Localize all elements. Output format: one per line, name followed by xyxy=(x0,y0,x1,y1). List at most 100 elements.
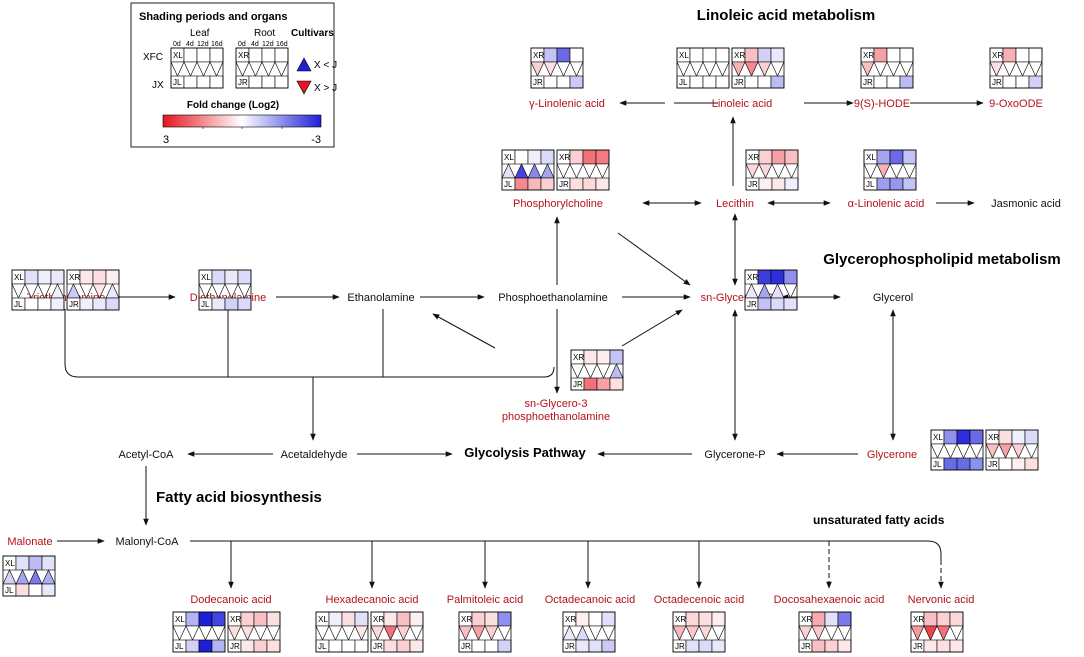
heatmap-dodecanoic-root-tag-top: XR xyxy=(230,615,241,624)
legend-period-4d-root: 4d xyxy=(251,41,259,48)
heatmap-hode-root-xfc-cell xyxy=(886,47,901,63)
heatmap-octadecenoic-root-cultivar-triangle xyxy=(711,625,726,641)
heatmap-linoleic-leaf-cultivar-triangle xyxy=(702,61,717,77)
heatmap-linoleic-leaf-cultivar-triangle xyxy=(689,61,704,77)
heatmap-palmitoleic-root-xfc-cell xyxy=(471,611,486,627)
heatmap-oxoode-root-cultivar-triangle xyxy=(1028,61,1043,77)
legend-root-label: Root xyxy=(254,28,275,39)
heatmap-dodecanoic-root-jx-cell xyxy=(266,639,281,653)
heatmap-dodecanoic-leaf-xfc-cell xyxy=(185,611,200,627)
arrow-sn-glycero-to-sn-glycerol xyxy=(621,309,683,347)
label-gamma-linolenic-acid: γ-Linolenic acid xyxy=(529,98,605,110)
heatmap-triethanolamine-leaf-jx-cell xyxy=(24,297,39,311)
heatmap-dodecanoic-leaf-jx-cell xyxy=(185,639,200,653)
heatmap-sn-glycero-3-root-xfc-cell xyxy=(583,349,598,365)
heatmap-hexadecanoic-leaf-jx-cell xyxy=(341,639,356,653)
heatmap-lecithin-root-cultivar-triangle xyxy=(745,163,760,179)
heatmap-gamma-linolenic-root-cultivar-triangle xyxy=(556,61,571,77)
collector-bracket xyxy=(64,309,555,378)
heatmap-malonate-leaf-cultivar-triangle xyxy=(41,569,56,585)
heatmap-linoleic-root-jx-cell xyxy=(744,75,759,89)
heatmap-phosphorylcholine-root-cultivar-triangle xyxy=(595,163,610,179)
heatmap-hexadecanoic-root-cultivar-triangle xyxy=(409,625,424,641)
heatmap-gamma-linolenic-root-xfc-cell xyxy=(556,47,571,63)
heatmap-hexadecanoic-leaf-cultivar-triangle xyxy=(328,625,343,641)
heatmap-nervonic-root-tag-bottom: JR xyxy=(913,642,923,651)
metabolite-labels: γ-Linolenic acid Linoleic acid 9(S)-HODE… xyxy=(7,98,1060,606)
legend-glyph-root-jx-cell xyxy=(248,75,263,89)
heatmap-glycerone-leaf-cultivar-triangle xyxy=(969,443,984,459)
legend-glyph-root-xfc-cell xyxy=(261,47,276,63)
heatmap-dodecanoic-leaf-jx-cell xyxy=(211,639,226,653)
legend-glyph-leaf-cultivar-triangle xyxy=(170,61,185,77)
legend-scale-min: -3 xyxy=(311,134,321,146)
heatmap-docosahexaenoic-root-jx-cell xyxy=(824,639,839,653)
heatmap-glycerone-root-tag-top: XR xyxy=(988,433,999,442)
heatmap-glycerone-root-jx-cell xyxy=(1024,457,1039,471)
heatmap-phosphorylcholine-root-cultivar-triangle xyxy=(582,163,597,179)
heatmap-phosphorylcholine-root-cultivar-triangle xyxy=(556,163,571,179)
legend-period-12d-root: 12d xyxy=(262,41,274,48)
heatmap-docosahexaenoic-root-xfc-cell xyxy=(811,611,826,627)
heatmap-linoleic-root-jx-cell xyxy=(770,75,785,89)
legend-x-lt-j: X < J xyxy=(314,60,337,71)
label-glycerone-p: Glycerone-P xyxy=(704,449,765,461)
legend-glyph-leaf-cultivar-triangle xyxy=(209,61,224,77)
heatmap-docosahexaenoic-root-xfc-cell xyxy=(837,611,852,627)
legend-leaf-label: Leaf xyxy=(190,28,210,39)
heatmap-oxoode-root-jx-cell xyxy=(1002,75,1017,89)
heatmap-triethanolamine-leaf-cultivar-triangle xyxy=(37,283,52,299)
heatmap-hexadecanoic-root-jx-cell xyxy=(409,639,424,653)
heatmap-alpha-linolenic-leaf-jx-cell xyxy=(876,177,891,191)
label-octadecanoic-acid: Octadecanoic acid xyxy=(545,594,636,606)
heatmap-nervonic-root-xfc-cell xyxy=(949,611,964,627)
heatmap-hode-root-xfc-cell xyxy=(873,47,888,63)
heatmap-glycerone-root-frame xyxy=(985,429,1039,471)
heatmap-oxoode-root-cultivar-triangle xyxy=(1015,61,1030,77)
heatmap-docosahexaenoic-root-xfc-cell xyxy=(824,611,839,627)
heatmap-docosahexaenoic-root-cultivar-triangle xyxy=(811,625,826,641)
heatmap-dodecanoic-leaf-xfc-cell xyxy=(198,611,213,627)
heatmap-sn-glycero-3-root-xfc-cell xyxy=(596,349,611,365)
heatmap-lecithin-root-frame xyxy=(745,149,799,191)
heatmap-palmitoleic-root-tag-bottom: JR xyxy=(461,642,471,651)
heatmap-triethanolamine-root-jx-cell xyxy=(105,297,120,311)
heatmap-nervonic-root-xfc-cell xyxy=(936,611,951,627)
legend-scale-max: 3 xyxy=(163,134,169,146)
heatmap-sn-glycero-3-root-jx-cell xyxy=(596,377,611,391)
heatmap-lecithin-root-xfc-cell xyxy=(758,149,773,165)
arrow-phosphorylcholine-to-sn-glycerol xyxy=(617,232,691,286)
heatmap-oxoode-root-tag-bottom: JR xyxy=(992,78,1002,87)
heatmap-triethanolamine-leaf-xfc-cell xyxy=(37,269,52,285)
heatmap-diethanolamine-leaf-cultivar-triangle xyxy=(224,283,239,299)
heatmap-triethanolamine-leaf-xfc-cell xyxy=(24,269,39,285)
heatmap-triethanolamine-leaf-tag-bottom: JL xyxy=(14,300,23,309)
heatmap-glycerone-root-tag-bottom: JR xyxy=(988,460,998,469)
label-9-oxoode: 9-OxoODE xyxy=(989,98,1043,110)
heatmap-octadecanoic-root-xfc-cell xyxy=(588,611,603,627)
heatmap-octadecenoic-root-jx-cell xyxy=(698,639,713,653)
heatmap-glycerone-leaf-jx-cell xyxy=(943,457,958,471)
heatmap-sn-glycerol-3p-root-tag-bottom: JR xyxy=(747,300,757,309)
heatmap-gamma-linolenic-root-jx-cell xyxy=(543,75,558,89)
heatmap-glycerone-leaf-xfc-cell xyxy=(969,429,984,445)
heatmap-hexadecanoic-leaf-jx-cell xyxy=(354,639,369,653)
heatmap-octadecanoic-root-jx-cell xyxy=(588,639,603,653)
heatmap-glycerone-root-jx-cell xyxy=(998,457,1013,471)
heatmap-docosahexaenoic-root-jx-cell xyxy=(837,639,852,653)
label-sn-glycero-3-line1: sn-Glycero-3 xyxy=(525,398,588,410)
heatmap-hexadecanoic-root-tag-bottom: JR xyxy=(373,642,383,651)
arrow-diagonal-to-ethanolamine xyxy=(432,313,496,349)
legend-x-gt-j: X > J xyxy=(314,83,337,94)
heatmap-hode-root-tag-bottom: JR xyxy=(863,78,873,87)
heatmap-oxoode-root-cultivar-triangle xyxy=(1002,61,1017,77)
legend-glyph-leaf-tag-top: XL xyxy=(173,51,183,60)
heatmap-palmitoleic-root-tag-top: XR xyxy=(461,615,472,624)
heatmap-glycerone-leaf-cultivar-triangle xyxy=(943,443,958,459)
heatmap-hexadecanoic-root-jx-cell xyxy=(396,639,411,653)
heatmap-diethanolamine-leaf-tag-top: XL xyxy=(201,273,211,282)
heatmap-triethanolamine-leaf-cultivar-triangle xyxy=(50,283,65,299)
